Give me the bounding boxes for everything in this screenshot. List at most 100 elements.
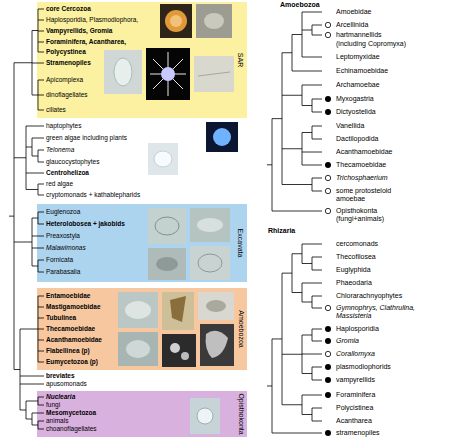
tree-branch (282, 95, 302, 96)
panel-fill (37, 288, 247, 370)
taxon-label: Apicomplexa (46, 76, 83, 84)
panel-fill (37, 391, 247, 437)
taxon-label: Vanellida (336, 122, 364, 130)
tree-branch (312, 25, 322, 26)
tree-branch (292, 71, 322, 72)
tree-branch (302, 105, 312, 106)
open-circle (325, 351, 330, 356)
taxon-label: Acantharea (336, 417, 372, 425)
tree-branch (272, 211, 322, 212)
taxon-label: red algae (46, 180, 73, 188)
clade-name: Amoebozoa (236, 310, 244, 347)
tree-branch (9, 216, 14, 217)
tree-branch (38, 150, 44, 151)
taxon-label: Leptomyxidae (336, 53, 380, 61)
taxon-label: Gromia (336, 337, 359, 345)
tree-branch (26, 173, 44, 174)
tree-branch (20, 376, 44, 377)
micrographs (104, 4, 238, 434)
tree-branch (20, 384, 44, 385)
taxon-label: dinoflagellates (46, 91, 88, 99)
filled-circle (325, 338, 331, 344)
taxon-label: Trichosphaerium (336, 174, 388, 182)
taxon-label: Euglenozoa (46, 208, 80, 216)
tree-branch (26, 126, 44, 127)
tree-branch (302, 132, 312, 133)
tree-branch (14, 242, 32, 243)
tree-branch (302, 30, 312, 31)
tree-branch (282, 404, 302, 405)
filled-circle (325, 109, 331, 115)
tree-branch (292, 34, 302, 35)
taxon-label: cercomonads (336, 240, 378, 248)
tree-branch (26, 189, 38, 190)
tree-branch (38, 307, 44, 308)
tree-branch (312, 308, 322, 309)
tree-branch (292, 253, 302, 254)
tree-branch (312, 99, 322, 100)
tree-branch (282, 184, 312, 185)
tree-branch (38, 296, 44, 297)
tree-branch (32, 413, 44, 414)
taxon-label: Centrohelizoa (46, 169, 89, 177)
panel-fill (37, 2, 247, 118)
panel-fill (37, 204, 247, 282)
tree-branch (38, 31, 44, 32)
tree-branch (312, 421, 322, 422)
tree-branch (38, 212, 44, 213)
tree-branch (38, 260, 44, 261)
taxon-label: Acanthamoebidae (46, 336, 102, 344)
taxon-label: Vampyrellids, Gromia (46, 27, 112, 35)
tree-branch (302, 57, 322, 58)
tree-branch (38, 272, 44, 273)
tree-branch (32, 156, 38, 157)
tree-branch (38, 318, 44, 319)
tree-branch (302, 152, 322, 153)
filled-circle (325, 430, 331, 436)
tree-branch (20, 329, 38, 330)
tree-branch (38, 362, 44, 363)
taxon-label: Foraminifera (336, 391, 375, 399)
filled-circle (325, 326, 331, 332)
taxon-label: Nuclearia (46, 393, 75, 401)
open-circle (325, 188, 330, 193)
taxon-label: Entamoebidae (46, 292, 90, 300)
taxon-label: Thecamoebidae (336, 161, 386, 169)
tree-branch (267, 164, 272, 165)
tree-branch (312, 329, 322, 330)
tree-branch (302, 354, 322, 355)
tree-branch (312, 257, 322, 258)
taxon-label: Thecamoebidae (46, 325, 95, 333)
tree-branch (14, 157, 26, 158)
tree-branch (14, 62, 32, 63)
tree-branch (312, 178, 322, 179)
tree-branch (272, 338, 282, 339)
tree-branch (267, 385, 272, 386)
taxon-label: Haplosporidia (336, 325, 379, 333)
taxon-label: Polycistinea (336, 404, 373, 412)
tree-branch (38, 184, 44, 185)
tree-branch (14, 369, 20, 370)
tree-branch (302, 373, 312, 374)
taxon-label: vampyrellids (336, 376, 375, 384)
open-circle (325, 22, 330, 27)
tree-branch (282, 354, 302, 355)
taxon-label: Telonema (46, 146, 74, 154)
tree-branch (32, 218, 38, 219)
taxon-label: Gymnophrys, Clathrulina, Massisteria (336, 304, 428, 320)
open-circle (325, 305, 330, 310)
tree-branch (302, 12, 322, 13)
tree-branch (302, 283, 322, 284)
tree-branch (38, 42, 44, 43)
open-circle (325, 208, 330, 213)
tree-branch (32, 236, 44, 237)
taxon-label: plasmodiophorids (336, 363, 391, 371)
taxon-label: core Cercozoa (46, 5, 91, 13)
tree-branch (272, 433, 322, 434)
filled-circle (325, 377, 331, 383)
tree-branch (32, 63, 44, 64)
tree-branch (312, 35, 322, 36)
tree-branch (32, 138, 44, 139)
taxon-label: Chlorarachnyophytes (336, 292, 402, 300)
tree-branch (302, 165, 322, 166)
